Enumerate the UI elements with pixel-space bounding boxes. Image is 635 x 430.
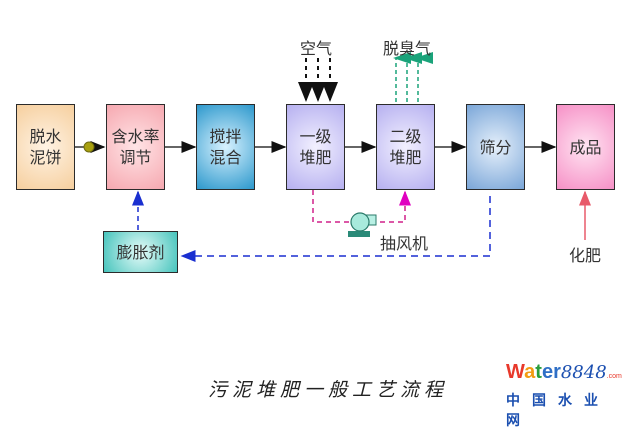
diagram-title: 污泥堆肥一般工艺流程 xyxy=(208,379,449,401)
blower-icon xyxy=(348,212,377,237)
junction-dot xyxy=(83,141,95,153)
flow-connectors xyxy=(75,52,591,262)
node-bulking-agent: 膨胀剂 xyxy=(103,231,178,273)
node-moisture-adjust: 含水率 调节 xyxy=(106,104,165,190)
watermark-brand: Water8848.com xyxy=(506,361,622,383)
label-deodorized-gas: 脱臭气 xyxy=(383,39,432,58)
node-mixing: 搅拌 混合 xyxy=(196,104,255,190)
label-blower: 抽风机 xyxy=(380,234,429,253)
node-screening: 筛分 xyxy=(466,104,525,190)
air-arrows xyxy=(298,58,338,102)
label-fertilizer: 化肥 xyxy=(569,246,602,265)
node-primary-compost: 一级 堆肥 xyxy=(286,104,345,190)
deodorized-gas-arrows xyxy=(393,52,433,102)
edge-screening-to-bulking xyxy=(180,196,491,262)
watermark-subtitle: 中国水业网 xyxy=(506,393,610,429)
node-product: 成品 xyxy=(556,104,615,190)
node-dewatered-cake: 脱水 泥饼 xyxy=(16,104,75,190)
edge-blower-loop xyxy=(312,190,411,223)
node-secondary-compost: 二级 堆肥 xyxy=(376,104,435,190)
watermark: Water8848.com 中国水业网 xyxy=(506,362,635,430)
label-air: 空气 xyxy=(300,39,333,58)
